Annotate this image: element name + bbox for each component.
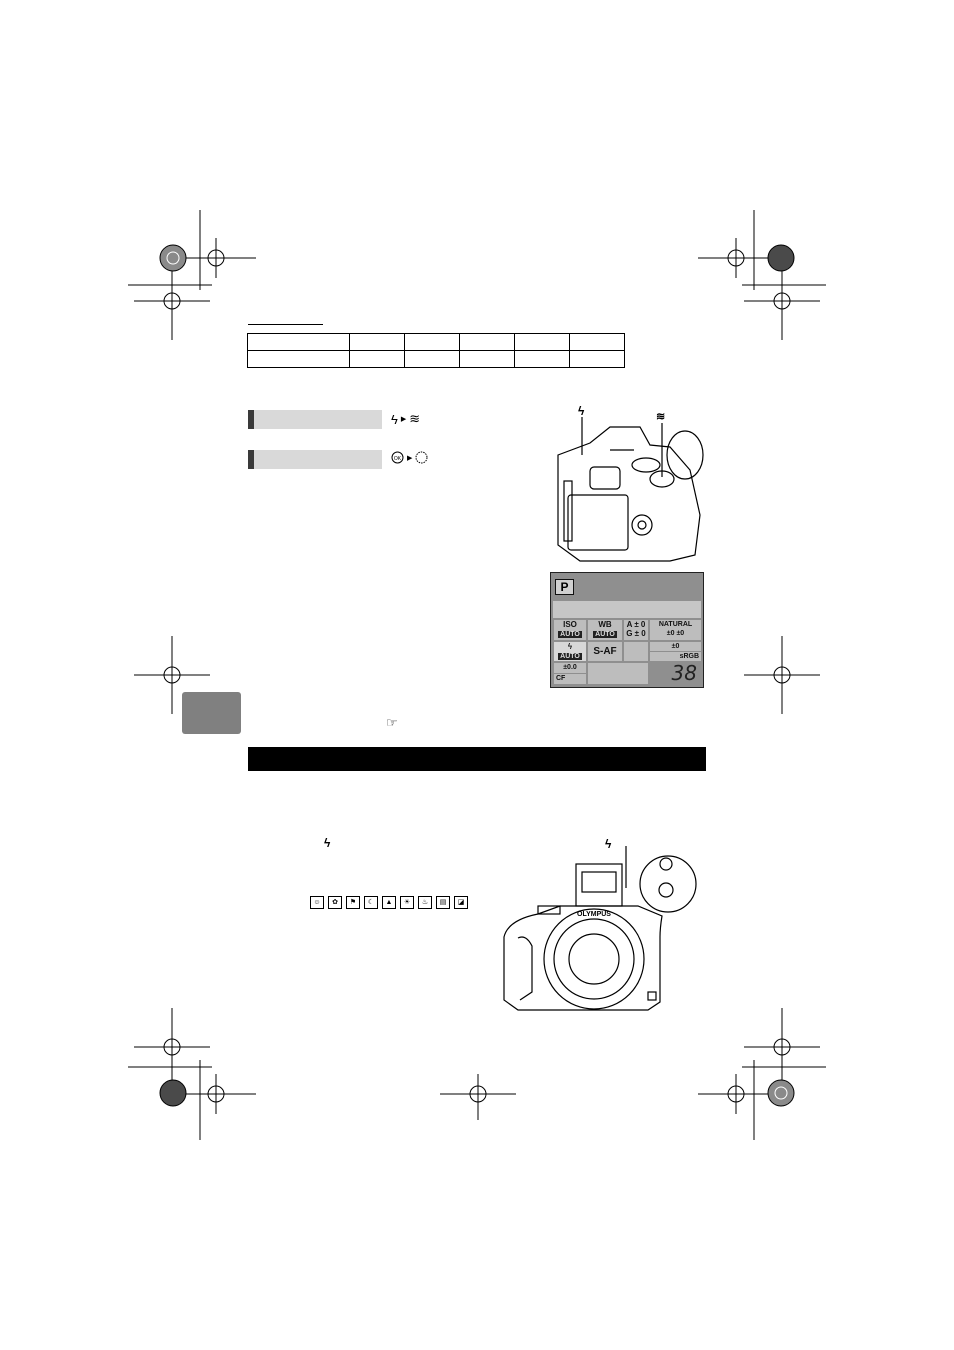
table-cell [247, 350, 350, 368]
dial-icon [415, 451, 428, 464]
card-value: CF [555, 675, 566, 682]
arrow-icon: ▶ [400, 416, 407, 423]
flash-label: ϟ [578, 404, 585, 418]
night-portrait-icon: ☾ [364, 896, 378, 909]
scene-mode-icons: ☺ ✿ ⚑ ☾ ▲ ☀ ♨ ▤ ◪ [310, 896, 468, 909]
picture-mode-cell: NATURAL ±0 ±0 [650, 620, 701, 640]
table-cell [404, 333, 460, 351]
arrow-icon: ▶ [407, 454, 413, 462]
wb-cell: WB AUTO [588, 620, 622, 640]
wb-value: AUTO [593, 631, 617, 638]
table-cell [569, 350, 625, 368]
color-space-cell: sRGB [650, 652, 701, 661]
camera-front-illustration: OLYMPUS [503, 846, 697, 1011]
table-caption-rule [248, 324, 323, 325]
candle-icon: ♨ [418, 896, 432, 909]
iso-cell: ISO AUTO [554, 620, 586, 640]
lcd-control-panel: P ISO AUTO WB AUTO A ± 0 G ± 0 NATURAL ±… [550, 572, 704, 688]
macro-icon: ✿ [328, 896, 342, 909]
flash-mode-icon: ϟ [567, 642, 573, 651]
table-cell [514, 350, 570, 368]
saturation-cell: ±0 [650, 642, 701, 651]
landscape-icon: ▲ [382, 896, 396, 909]
table-cell [569, 333, 625, 351]
wb-shift-cell: A ± 0 G ± 0 [624, 620, 648, 640]
table-cell [349, 333, 405, 351]
card-cell: CF [554, 674, 586, 684]
iso-value: AUTO [558, 631, 582, 638]
beach-icon: ☀ [400, 896, 414, 909]
table-row [247, 333, 625, 351]
ok-button-icon: OK [391, 451, 404, 464]
dial-label: ≋ [656, 411, 666, 423]
flash-mode-cell: ϟ AUTO [554, 642, 586, 661]
document-icon: ▤ [436, 896, 450, 909]
table-cell [349, 350, 405, 368]
contrast-value: ±0 [676, 630, 685, 637]
dial-icon: ≋ [409, 411, 421, 426]
shooting-mode-indicator: P [555, 579, 574, 595]
record-mode-cell [588, 663, 648, 684]
menu-heading-bar-2 [248, 450, 382, 469]
flash-icon: ϟ [324, 836, 331, 850]
page-reference-icon: ☞ [386, 715, 398, 730]
flash-comp-cell: ±0.0 [554, 663, 586, 673]
af-mode-cell: S-AF [588, 642, 622, 661]
picture-mode: NATURAL [658, 621, 693, 628]
sharpness-value: ±0 [666, 630, 675, 637]
flash-button-label: ϟ [605, 837, 612, 851]
flash-icon: ϟ [391, 411, 398, 427]
menu-sequence-2: OK ▶ [391, 451, 428, 464]
sunset-icon: ◪ [454, 896, 468, 909]
table-cell [459, 333, 515, 351]
iso-label: ISO [563, 620, 577, 629]
table-cell [247, 333, 350, 351]
info-strip [553, 601, 701, 618]
section-title-band [248, 747, 706, 771]
table-cell [404, 350, 460, 368]
table-row [247, 350, 625, 368]
camera-rear-illustration [557, 417, 704, 562]
sport-icon: ⚑ [346, 896, 360, 909]
wb-shift-a: A ± 0 [626, 620, 646, 629]
metering-cell [624, 642, 648, 661]
menu-heading-bar-1 [248, 410, 382, 429]
wb-label: WB [598, 620, 612, 629]
table-cell [514, 333, 570, 351]
chapter-tab [182, 692, 241, 734]
portrait-icon: ☺ [310, 896, 324, 909]
menu-sequence-1: ϟ ▶ ≋ [391, 411, 420, 427]
frames-remaining: 38 [671, 661, 697, 685]
table-cell [459, 350, 515, 368]
color-space-value: sRGB [679, 653, 700, 660]
svg-text:OLYMPUS: OLYMPUS [577, 911, 611, 918]
reference-table [247, 333, 625, 368]
flash-mode-value: AUTO [558, 653, 582, 660]
svg-text:OK: OK [394, 456, 402, 462]
wb-shift-g: G ± 0 [626, 629, 646, 638]
